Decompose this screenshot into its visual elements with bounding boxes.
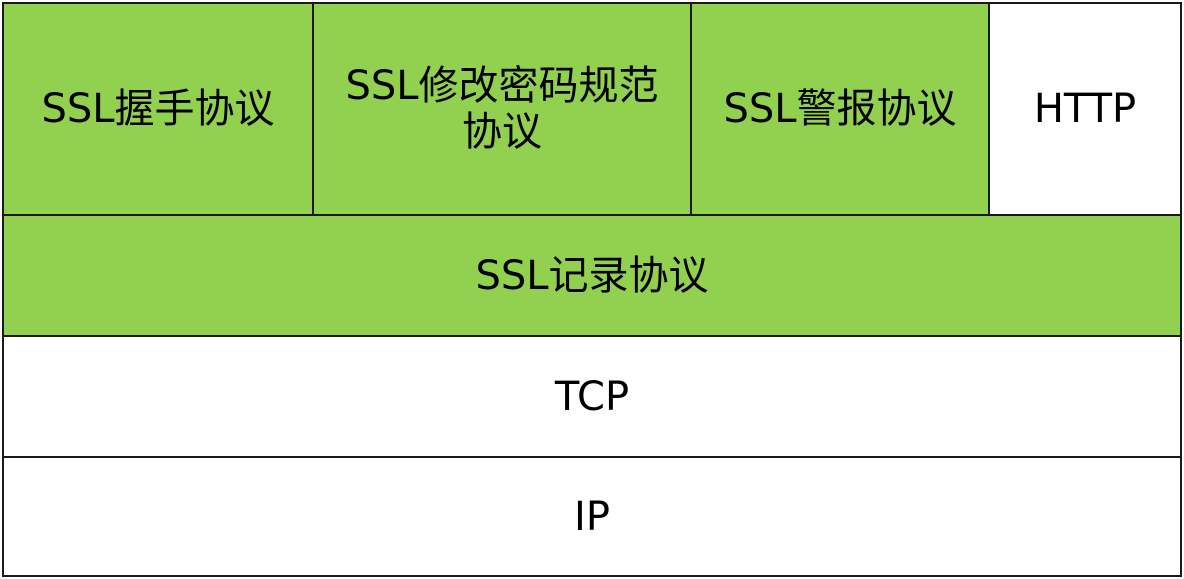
- ssl-record-protocol-label: SSL记录协议: [475, 252, 709, 299]
- ssl-record-protocol-layer: SSL记录协议: [2, 214, 1182, 337]
- http-protocol-box: HTTP: [988, 2, 1182, 216]
- ssl-change-cipher-spec-protocol-label: SSL修改密码规范协议: [345, 63, 659, 155]
- ssl-alert-protocol-label: SSL警报协议: [723, 86, 957, 132]
- http-protocol-label: HTTP: [1033, 86, 1137, 132]
- tcp-label: TCP: [554, 373, 630, 420]
- ip-layer: IP: [2, 456, 1182, 577]
- ssl-alert-protocol-box: SSL警报协议: [690, 2, 990, 216]
- ssl-change-cipher-spec-protocol-box: SSL修改密码规范协议: [312, 2, 692, 216]
- ssl-handshake-protocol-label: SSL握手协议: [41, 86, 275, 132]
- ssl-handshake-protocol-box: SSL握手协议: [2, 2, 314, 216]
- ip-label: IP: [574, 493, 610, 540]
- tcp-layer: TCP: [2, 335, 1182, 458]
